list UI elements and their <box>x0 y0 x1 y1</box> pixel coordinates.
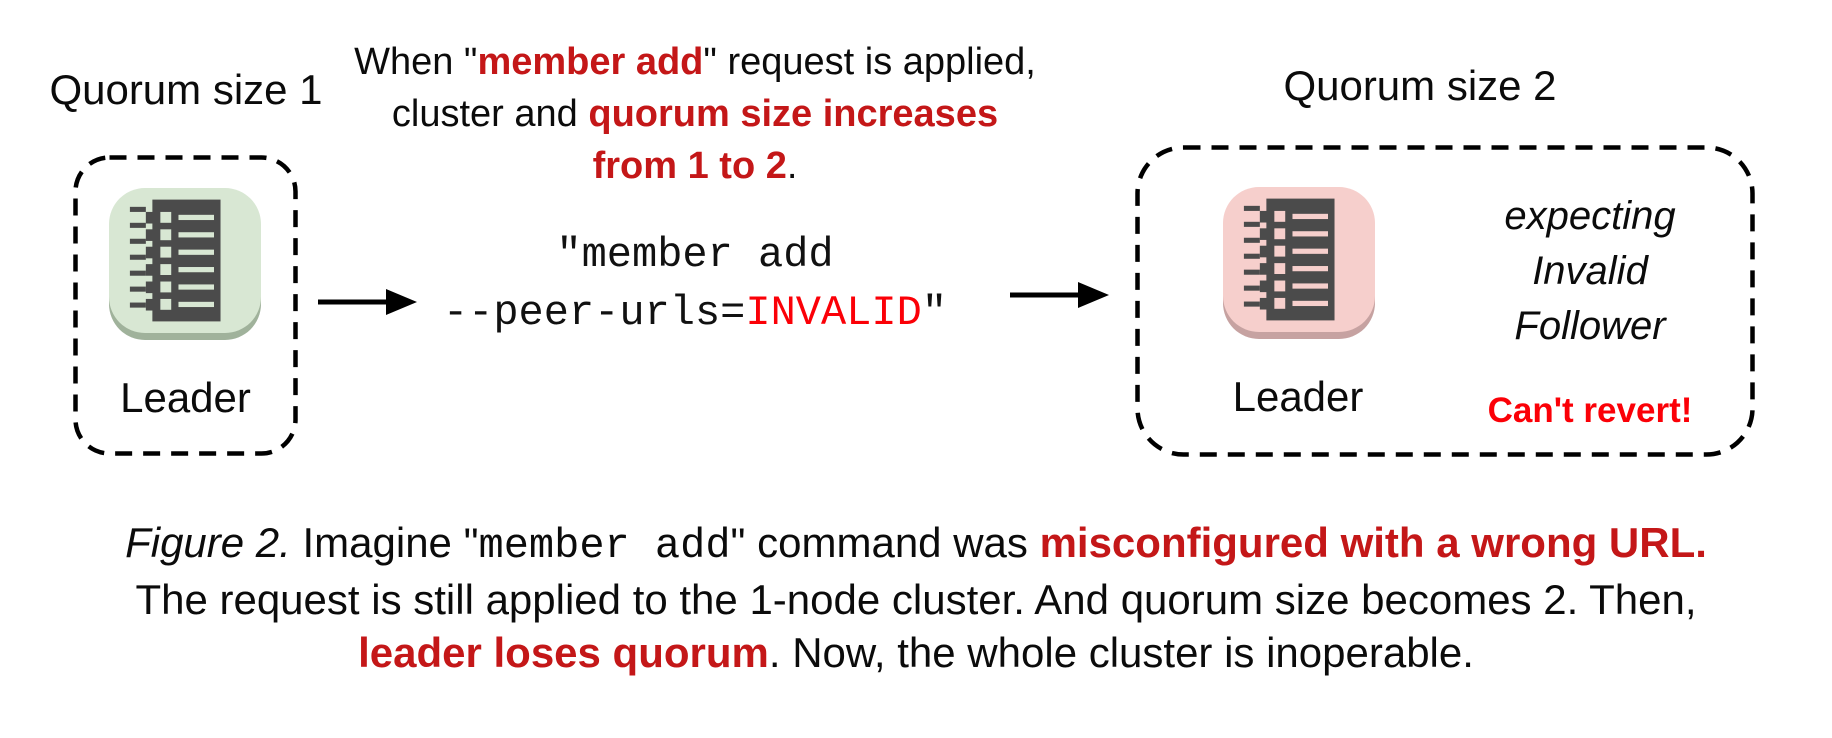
annotation-line-1: When "member add" request is applied, <box>354 41 1036 83</box>
dashed-border <box>1135 145 1755 457</box>
annotation-line-3: from 1 to 2. <box>592 145 798 187</box>
command-line-1: "member add <box>556 231 834 279</box>
member-add-annotation: When "member add" request is applied, cl… <box>350 36 1040 192</box>
right-cluster-box: Leader expecting Invalid Follower Can't … <box>1135 145 1755 457</box>
left-leader-label: Leader <box>120 374 251 421</box>
figure-caption: Figure 2. Imagine "member add" command w… <box>0 516 1832 679</box>
left-cluster-title: Quorum size 1 <box>49 66 323 113</box>
dashed-border <box>73 155 298 456</box>
expecting-invalid-follower-text: expecting Invalid Follower <box>1504 194 1676 348</box>
right-leader-label: Leader <box>1232 373 1364 420</box>
annotation-line-2: cluster and quorum size increases <box>391 93 999 135</box>
member-add-command: "member add --peer-urls=INVALID" <box>350 226 1040 342</box>
right-cluster-title: Quorum size 2 <box>1283 62 1557 109</box>
caption-line-2: The request is still applied to the 1-no… <box>135 576 1697 623</box>
caption-line-1: Figure 2. Imagine "member add" command w… <box>125 519 1707 570</box>
ledger-icon <box>1243 198 1335 321</box>
arrow-right-icon <box>318 289 417 315</box>
command-line-2: --peer-urls=INVALID" <box>442 289 948 337</box>
cant-revert-warning: Can't revert! <box>1487 391 1693 430</box>
arrow-right-icon <box>1010 282 1109 308</box>
leader-node-pink <box>1223 187 1375 332</box>
left-cluster-box: Leader <box>73 155 298 456</box>
ledger-icon <box>129 199 221 322</box>
caption-line-3: leader loses quorum. Now, the whole clus… <box>358 629 1474 676</box>
leader-node-green <box>109 188 261 333</box>
